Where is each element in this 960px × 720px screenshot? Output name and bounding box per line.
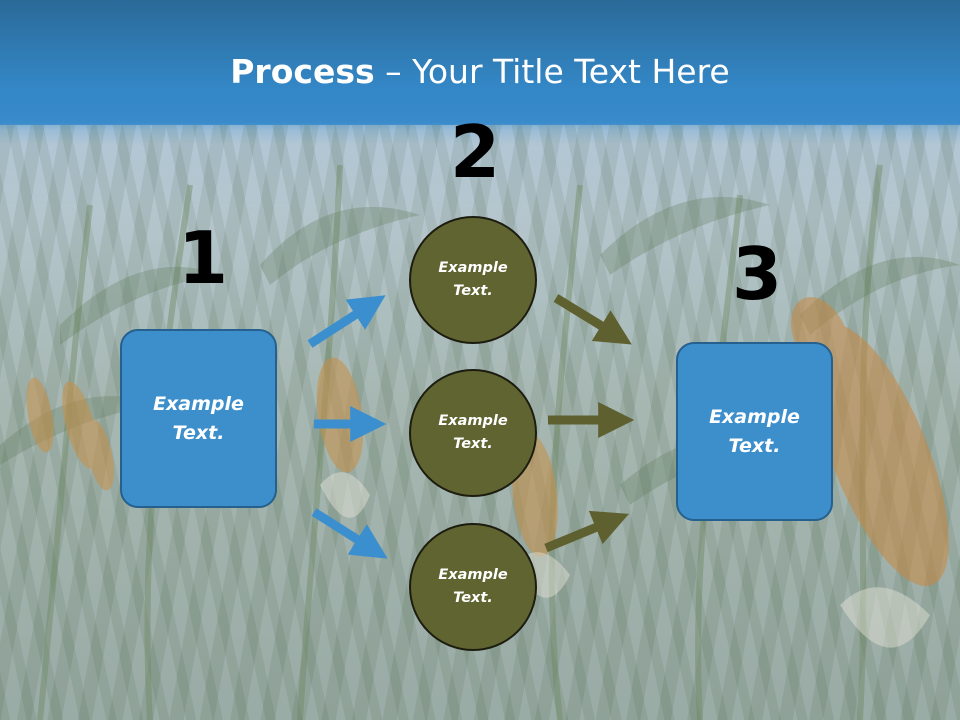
circle-top-text: Example Text. [438, 260, 508, 299]
circle-middle-text: Example Text. [438, 413, 508, 452]
step-number-2: 2 [450, 110, 501, 194]
step-3-box[interactable]: Example Text. [676, 342, 833, 521]
step-1-text: Example Text. [153, 392, 244, 444]
circle-bottom[interactable]: Example Text. [409, 523, 537, 651]
arrow-top-to-3 [553, 294, 632, 345]
step-number-1: 1 [178, 216, 229, 300]
circle-bottom-text: Example Text. [438, 567, 508, 606]
step-number-3: 3 [732, 232, 783, 316]
title-bold: Process [230, 52, 375, 91]
arrow-bottom-to-3 [544, 510, 629, 553]
title-rest: – Your Title Text Here [374, 52, 730, 91]
slide-title: Process – Your Title Text Here [0, 52, 960, 91]
step-3-text: Example Text. [709, 405, 800, 457]
circle-middle[interactable]: Example Text. [409, 369, 537, 497]
arrow-1-to-bottom [311, 508, 388, 559]
title-band [0, 0, 960, 130]
step-1-box[interactable]: Example Text. [120, 329, 277, 508]
arrow-1-to-top [307, 295, 386, 348]
circle-top[interactable]: Example Text. [409, 216, 537, 344]
